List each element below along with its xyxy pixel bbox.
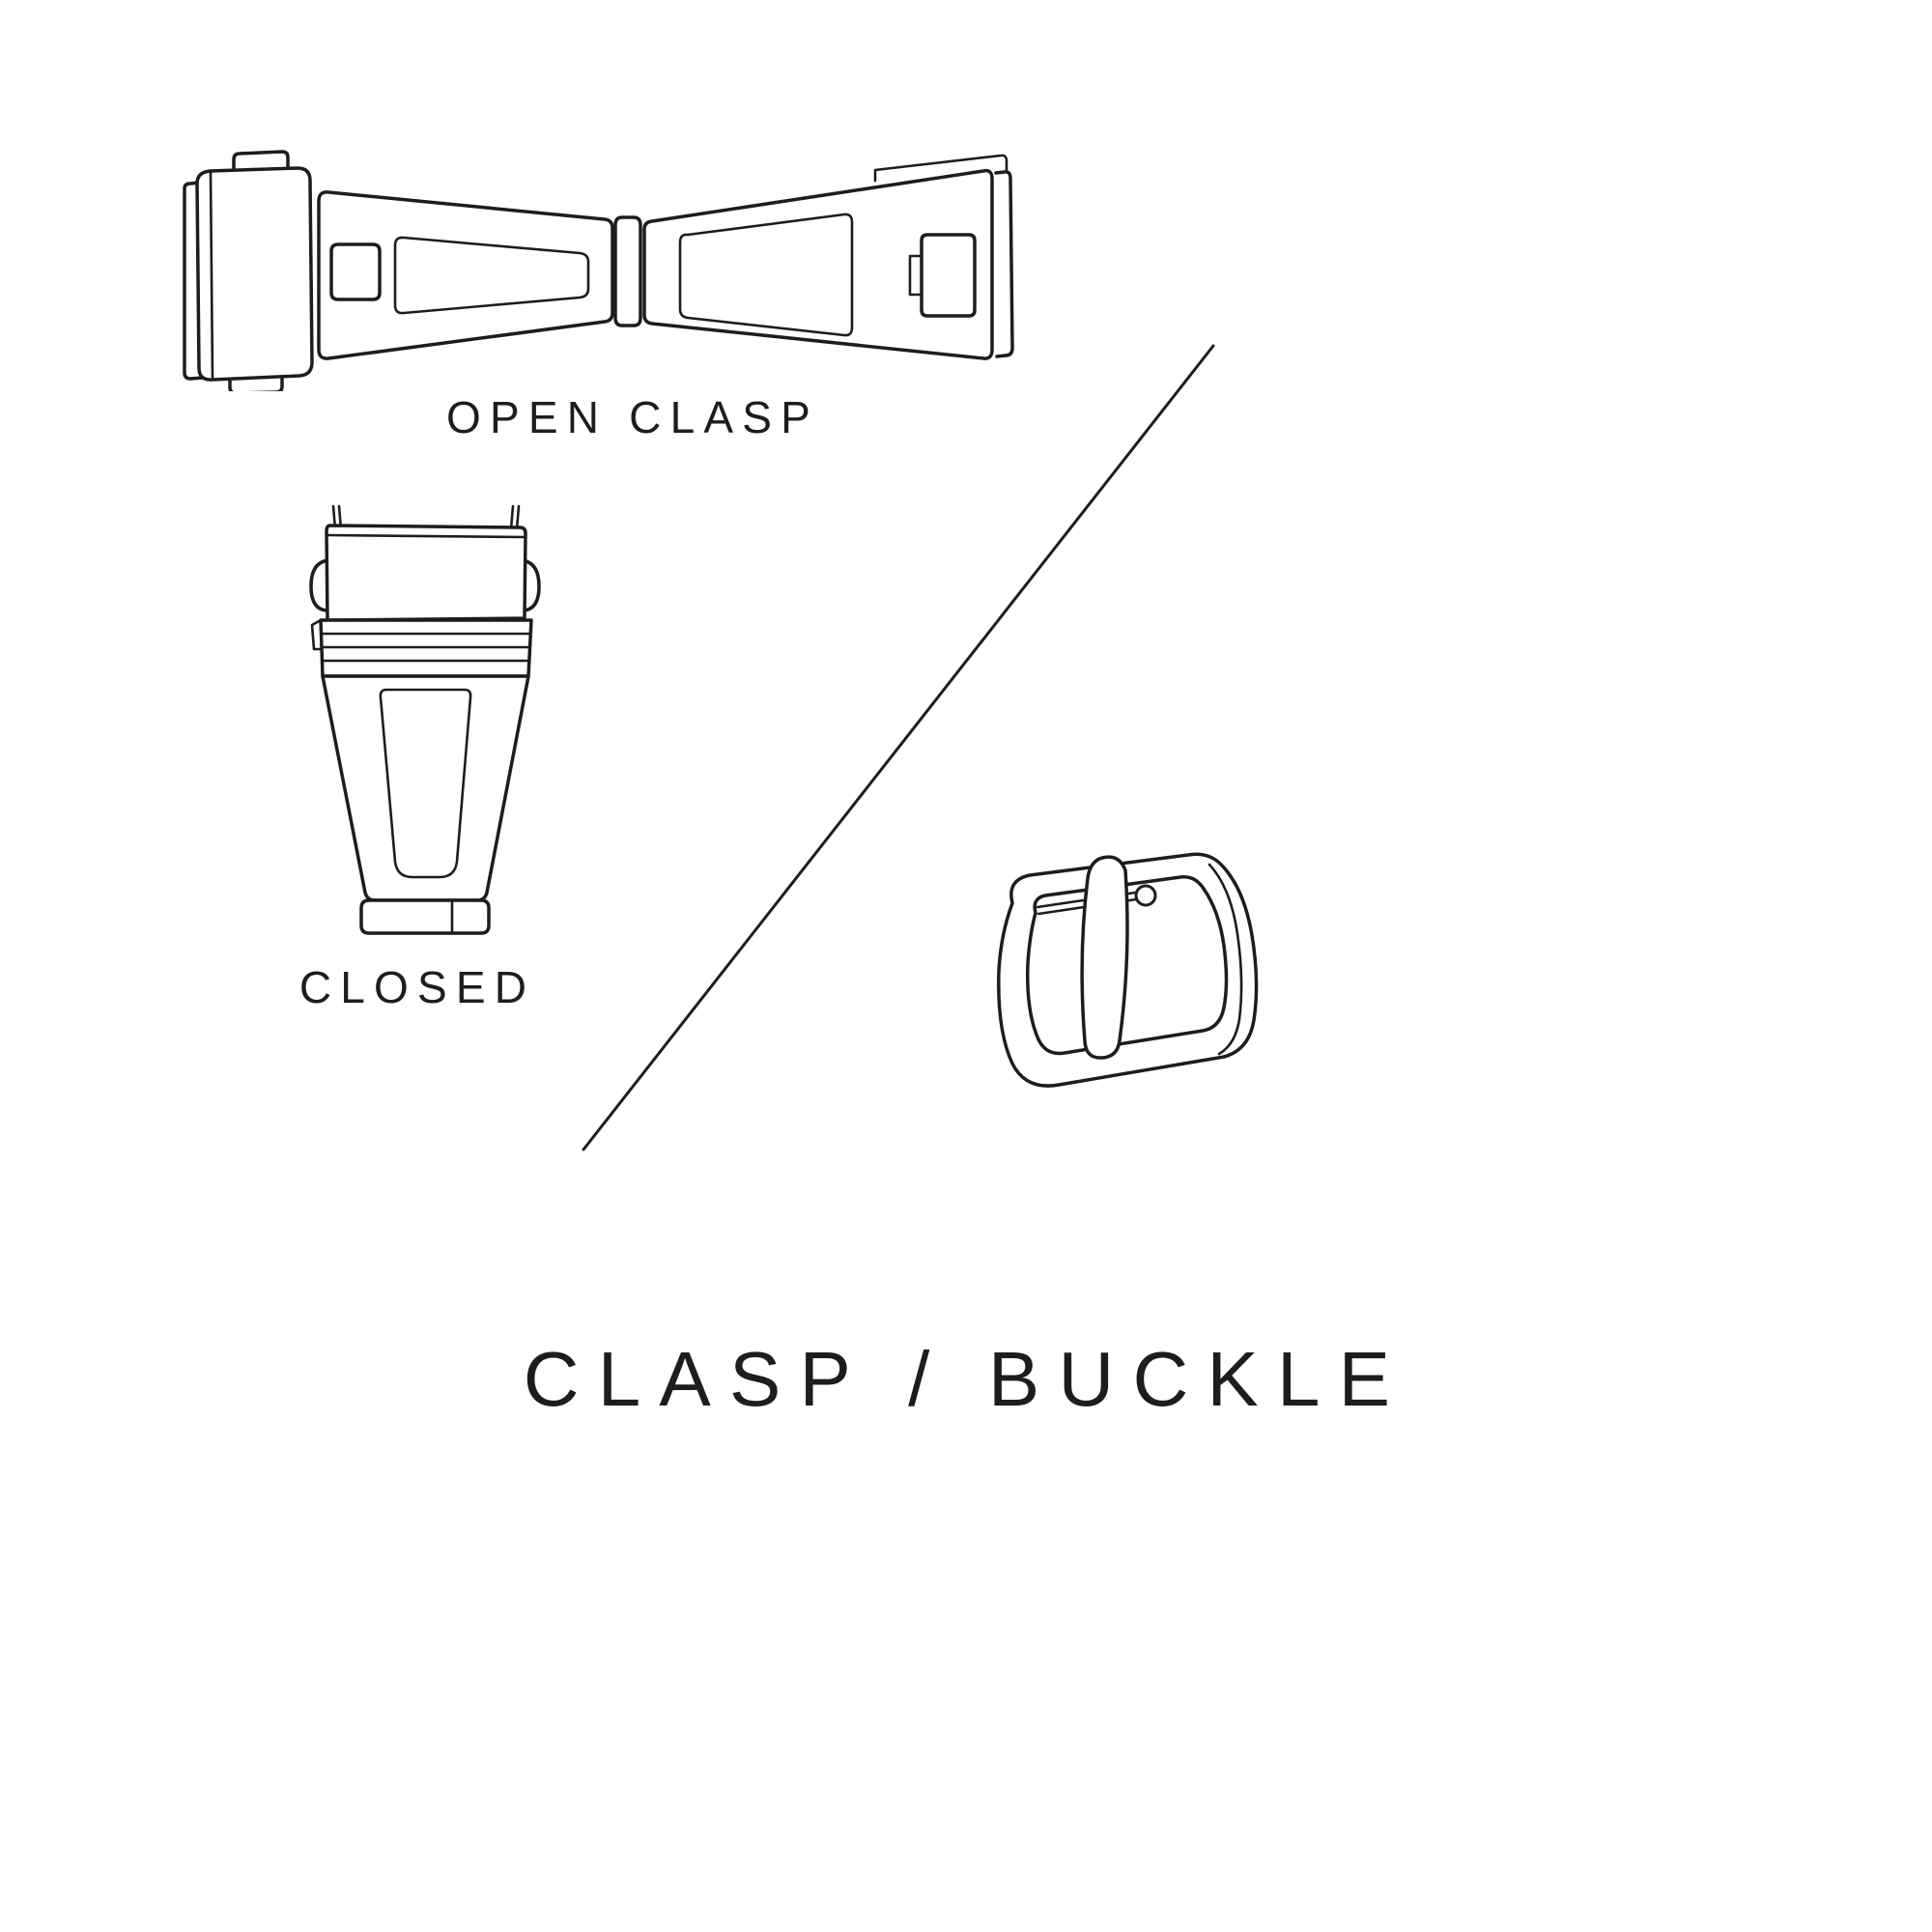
divider-line-drawing: [582, 344, 1215, 1151]
open-clasp-drawing: [183, 150, 1014, 391]
buckle-drawing: [997, 852, 1259, 1088]
closed-clasp-drawing: [309, 504, 541, 935]
open-clasp-label: OPEN CLASP: [446, 392, 819, 442]
divider-line: [578, 340, 1220, 1156]
buckle-illustration: [956, 845, 1285, 1116]
open-clasp-illustration: [174, 140, 1024, 391]
page-title: CLASP / BUCKLE: [523, 1336, 1409, 1422]
closed-clasp-label: CLOSED: [298, 962, 536, 1012]
closed-clasp-illustration: [290, 502, 560, 947]
